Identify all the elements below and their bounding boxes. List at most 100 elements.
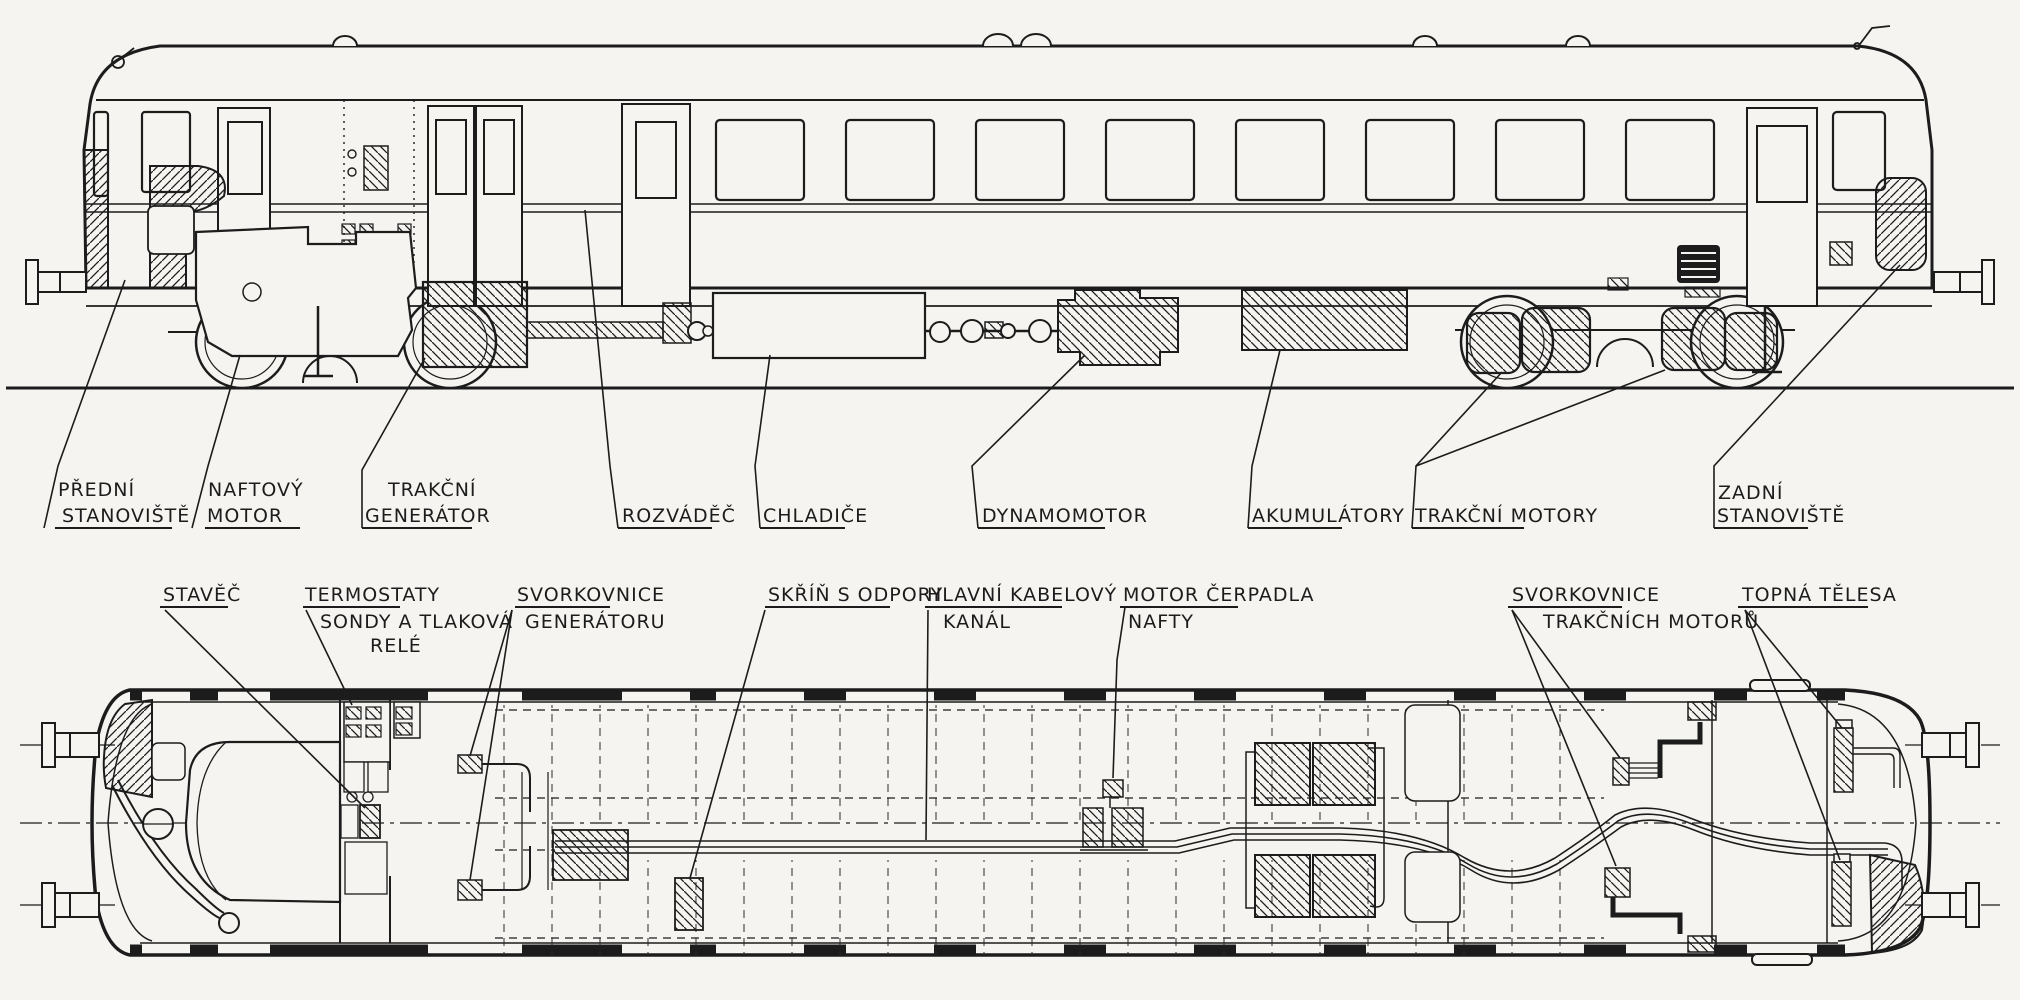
dynamotor-hatched [1057, 289, 1179, 366]
label-svorkovnice-trakcnich-motoru: SVORKOVNICE [1512, 584, 1660, 606]
leader-rozvadec [584, 209, 619, 529]
saloon-window [1234, 118, 1326, 202]
svg-text:STANOVIŠTĚ: STANOVIŠTĚ [62, 503, 190, 527]
label-stavec: STAVĚČ [163, 582, 241, 606]
label-motor-cerpadla-nafty: MOTOR ČERPADLA [1123, 582, 1315, 606]
side-labels: PŘEDNÍ STANOVIŠTĚ NAFTOVÝ MOTOR TRAKČNÍ … [58, 477, 1844, 527]
leader-predni-stanoviste [43, 279, 126, 529]
side-elevation-view: PŘEDNÍ STANOVIŠTĚ NAFTOVÝ MOTOR TRAKČNÍ … [6, 25, 2014, 529]
rear-antenna [1853, 25, 1891, 50]
fuel-filler-hatched [1607, 277, 1629, 291]
front-lamp [111, 47, 135, 69]
heaters [1831, 719, 1901, 927]
svg-text:TRAKČNÍCH MOTORŮ: TRAKČNÍCH MOTORŮ [1542, 609, 1759, 633]
label-hlavni-kabelovy-kanal: HLAVNÍ KABELOVÝ [927, 583, 1117, 606]
label-akumulatory: AKUMULÁTORY [1252, 504, 1405, 527]
label-trakcni-motory: TRAKČNÍ MOTORY [1414, 503, 1598, 527]
leader-motor-cerpadla [1112, 606, 1126, 779]
plan-leader-lines [164, 606, 1843, 881]
heater-hatched [1833, 727, 1854, 793]
label-termostaty: TERMOSTATY [304, 584, 440, 606]
leader-topna-2 [1744, 609, 1841, 861]
rear-door-step-top [1749, 679, 1811, 692]
leader-trakcni-motory-2 [1415, 369, 1666, 467]
rear-door-step-bottom [1751, 953, 1813, 966]
leader-stavec [164, 609, 366, 809]
thermostat-relay-panel [343, 701, 421, 763]
leader-zadni-stanoviste [1713, 264, 1901, 528]
generator-plan-hatched [552, 829, 629, 881]
svg-text:GENERÁTORU: GENERÁTORU [525, 610, 666, 633]
leader-svorkovnice-gen-2 [469, 609, 513, 881]
ventilation-grille [1677, 245, 1721, 298]
leader-trakcni-generator [361, 357, 426, 528]
side-windows [92, 110, 1887, 202]
cab-cables [111, 779, 240, 934]
side-leader-lines [43, 209, 1901, 529]
front-buffer [25, 259, 87, 305]
cab-seat-box [151, 742, 186, 781]
saloon-window [714, 118, 806, 202]
radiator-box [711, 291, 927, 360]
traction-motors-hatched [1465, 306, 1779, 375]
roof-vents [332, 33, 1591, 47]
terminal-board-hatched [457, 879, 483, 901]
diesel-engine-outline [194, 225, 418, 358]
label-rozvadec: ROZVÁDĚČ [622, 503, 736, 527]
svg-text:GENERÁTOR: GENERÁTOR [365, 504, 491, 527]
main-cable-duct [555, 807, 1903, 890]
cardan-shaft-hatched [526, 321, 664, 339]
svg-text:MOTOR: MOTOR [207, 505, 283, 527]
label-skrin-s-odpory: SKŘÍŇ S ODPORY [768, 583, 943, 606]
leader-termostaty [305, 609, 353, 706]
rear-hatched-panel [1829, 241, 1853, 266]
saloon-window [844, 118, 936, 202]
governor-group [340, 761, 389, 895]
label-zadni-stanoviste: ZADNÍ [1718, 481, 1783, 504]
saloon-window [1364, 118, 1456, 202]
door-steps [303, 306, 1782, 378]
heater-hatched [1831, 861, 1852, 927]
saloon-window [1494, 118, 1586, 202]
rear-buffer [1933, 259, 1995, 305]
label-chladice: CHLADIČE [763, 503, 868, 527]
label-naftovy-motor: NAFTOVÝ [208, 478, 304, 501]
plan-cabinet-lower [1404, 851, 1461, 923]
generator-terminal-boards [457, 754, 629, 901]
plan-labels: STAVĚČ TERMOSTATY SONDY A TLAKOVÁ RELÉ S… [163, 582, 1897, 657]
engine-aux-box [147, 205, 195, 255]
engine-detail [242, 282, 262, 302]
svg-text:NAFTY: NAFTY [1128, 611, 1194, 633]
saloon-window [1104, 118, 1196, 202]
terminal-board-hatched [457, 754, 483, 774]
front-cab-hatched [82, 149, 109, 289]
label-topna-telesa: TOPNÁ TĚLESA [1741, 583, 1897, 606]
leader-svorkovnice-tm-1 [1511, 609, 1621, 759]
rear-cab-plan-hatched [1868, 853, 1925, 955]
shaft-bearing-hatched [662, 302, 692, 344]
label-trakcni-generator: TRAKČNÍ [387, 477, 477, 501]
fuel-pump-motor-hatched [1102, 779, 1124, 798]
leader-chladice [754, 354, 771, 529]
leader-skrin [689, 609, 766, 879]
saloon-window [974, 118, 1066, 202]
plan-cabinet-upper [1404, 704, 1461, 802]
traction-generator-hatched [421, 280, 529, 369]
svg-text:KANÁL: KANÁL [943, 610, 1011, 633]
leader-svorkovnice-gen-1 [469, 609, 513, 757]
leader-kanal [925, 609, 929, 841]
label-svorkovnice-generatoru: SVORKOVNICE [517, 584, 665, 606]
leader-dynamomotor [971, 354, 1086, 529]
rear-cab-hatched [1875, 177, 1927, 271]
battery-box-hatched [1241, 289, 1408, 351]
traction-motor-terminal-boards [1604, 701, 1717, 953]
shaft-couplings [925, 319, 1058, 343]
plan-view: STAVĚČ TERMOSTATY SONDY A TLAKOVÁ RELÉ S… [20, 582, 2000, 966]
tm-terminal-hatched [1612, 757, 1630, 786]
leader-akumulatory [1247, 349, 1281, 529]
tm-terminal-hatched [1604, 867, 1631, 898]
plan-buffers [41, 722, 1980, 928]
rear-window [1831, 110, 1887, 192]
